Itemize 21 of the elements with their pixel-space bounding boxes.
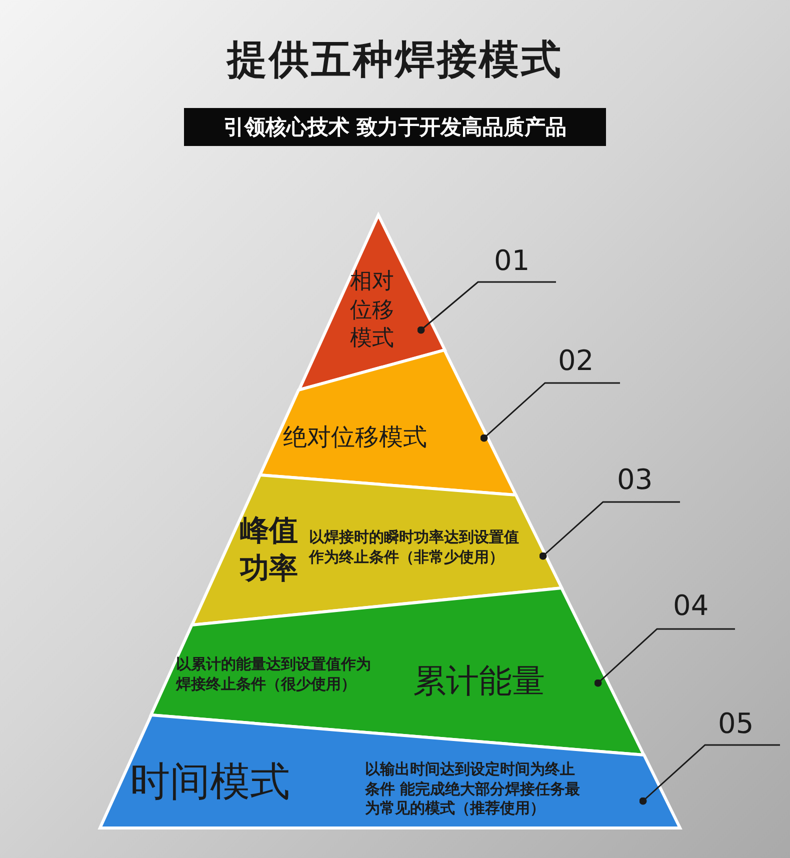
band-label: 峰值功率 xyxy=(240,512,299,587)
band-label: 时间模式 xyxy=(130,758,291,807)
callout-number: 03 xyxy=(617,463,653,497)
callout-number: 01 xyxy=(494,244,530,278)
description-text: 以累计的能量达到设置值作为焊接终止条件（很少使用） xyxy=(176,655,372,694)
description-text: 以输出时间达到设定时间为终止条件 能完成绝大部分焊接任务最为常见的模式（推荐使用） xyxy=(364,760,581,818)
leader-line xyxy=(639,744,780,805)
band-label: 累计能量 xyxy=(413,660,546,702)
title: 提供五种焊接模式 xyxy=(225,36,564,85)
leader-line xyxy=(417,281,556,334)
callout-number: 05 xyxy=(718,707,754,741)
subtitle-banner: 引领核心技术 致力于开发高品质产品 xyxy=(184,108,606,146)
callout-number: 04 xyxy=(673,589,709,623)
leader-line xyxy=(480,382,620,442)
leader-line xyxy=(594,628,735,687)
description-text: 以焊接时的瞬时功率达到设置值作为终止条件（非常少使用） xyxy=(308,528,520,567)
band-label: 绝对位移模式 xyxy=(282,422,428,453)
pyramid-band xyxy=(260,350,516,495)
leader-line xyxy=(539,501,680,560)
pyramid-band xyxy=(100,715,680,828)
callout-number: 02 xyxy=(558,344,594,378)
